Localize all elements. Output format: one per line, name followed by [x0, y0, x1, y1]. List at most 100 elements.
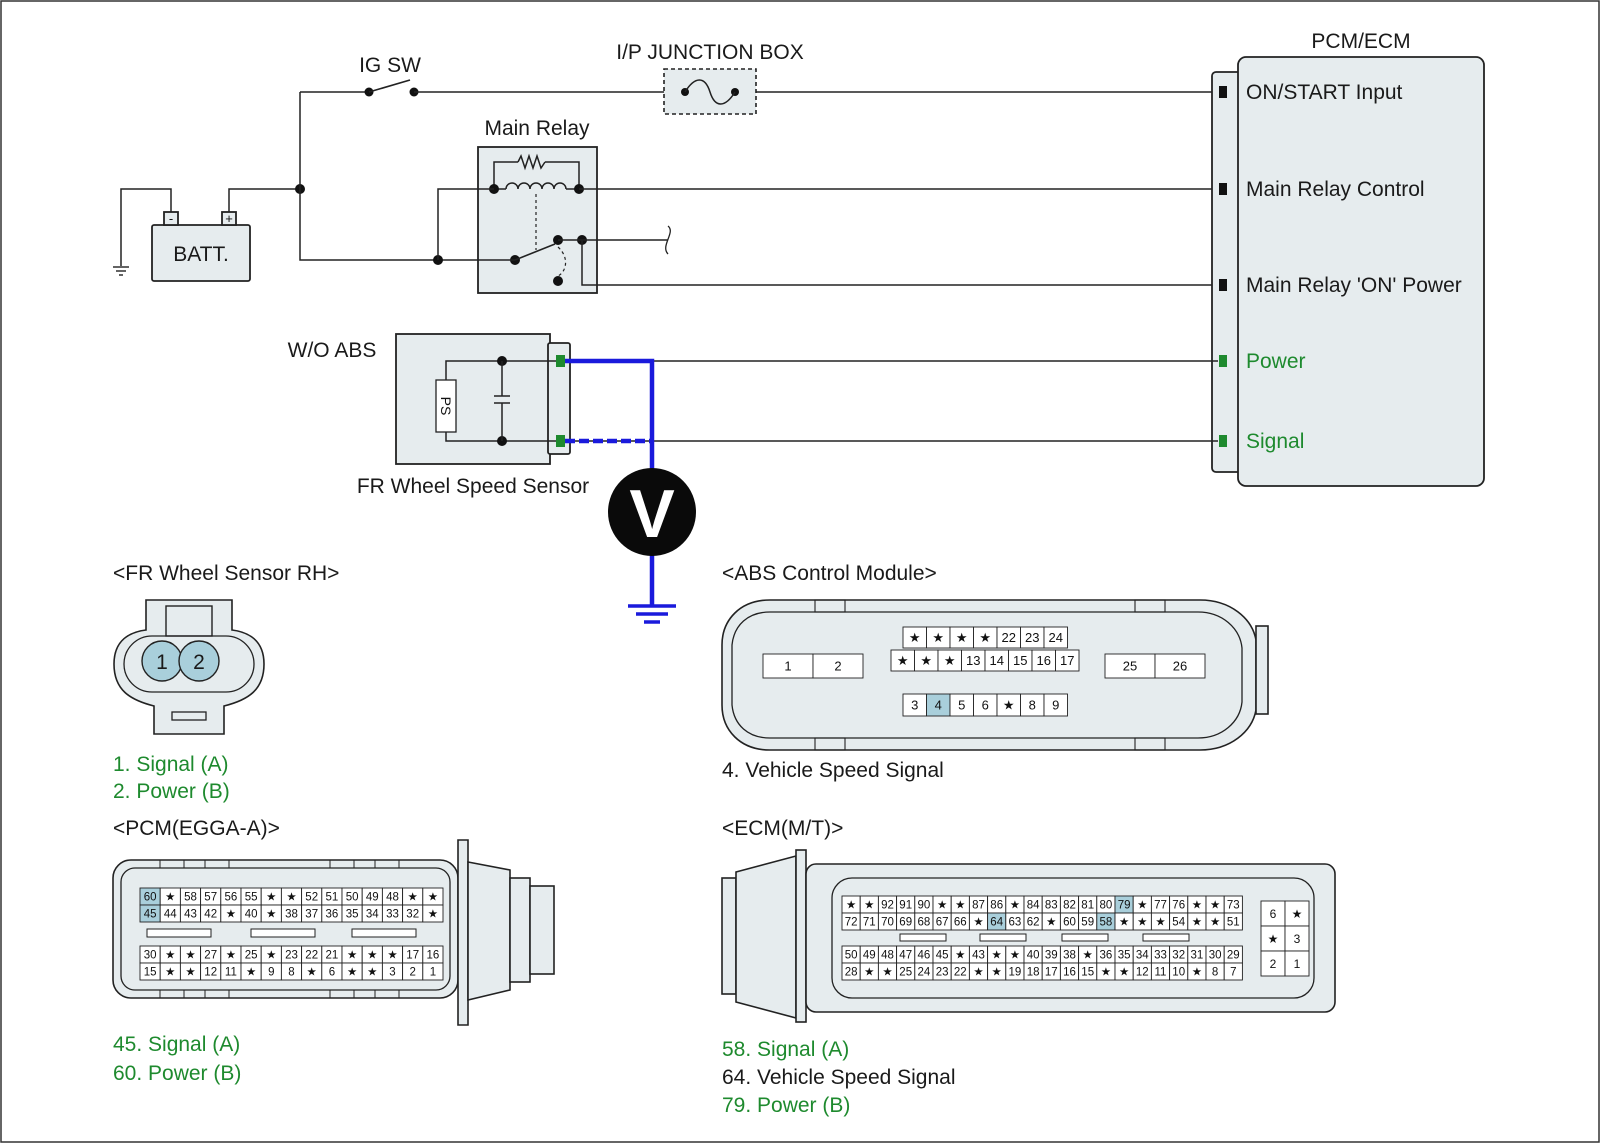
pcm-pin: ★: [428, 909, 438, 921]
ecm-pin: ★: [864, 967, 874, 979]
ecm-pin: 11: [1155, 967, 1167, 979]
pcm-ecm-label: PCM/ECM: [1311, 30, 1410, 53]
ecm-pin: 58: [1100, 917, 1113, 929]
ecm-pin: 62: [1027, 917, 1040, 929]
ecm-pin: ★: [1192, 917, 1202, 929]
ecm-pin: 10: [1172, 967, 1185, 979]
pcm-pin: 8: [288, 967, 294, 979]
pcm-pin: 49: [366, 892, 379, 904]
abs-pin: 13: [966, 653, 980, 668]
ecm-pin: 67: [936, 917, 949, 929]
pcm-pin: 52: [305, 892, 318, 904]
battery-ground-wire: [120, 188, 172, 266]
ecm-pin: 33: [1154, 950, 1167, 962]
ecm-pin: ★: [882, 967, 892, 979]
wire-break-icon: [665, 225, 671, 255]
pcm-cell: [422, 962, 444, 981]
ecm-pin: 12: [1136, 967, 1149, 979]
ecm-pin: ★: [1192, 967, 1202, 979]
ecm-pin: 24: [918, 967, 931, 979]
pcm-pin: 6: [329, 967, 335, 979]
ecm-side-pin: ★: [1268, 932, 1279, 946]
pcm-pin: 22: [305, 950, 318, 962]
pcm-pin: ★: [165, 967, 175, 979]
ecm-pin: 16: [1063, 967, 1076, 979]
ecm-pin: 77: [1154, 900, 1167, 912]
ignition-switch: IG SW: [359, 54, 421, 97]
pcm-title: <PCM(EGGA-A)>: [113, 817, 280, 840]
ecm-pin: ★: [1119, 967, 1129, 979]
ecm-pin: ★: [955, 950, 965, 962]
pcm-pin: ★: [347, 950, 357, 962]
battery-plus-label: +: [225, 211, 233, 226]
voltmeter-icon: V: [608, 468, 696, 556]
probe-ground-icon: [628, 604, 676, 624]
battery-minus-label: -: [169, 211, 173, 226]
fuse-icon: [684, 79, 736, 105]
voltmeter-label: V: [629, 476, 674, 552]
fr-wheel-speed-sensor-label: FR Wheel Speed Sensor: [357, 475, 589, 498]
ecm-pin: 18: [1027, 967, 1040, 979]
ecm-pin: 92: [881, 900, 894, 912]
ecm-side-cell: [1284, 900, 1310, 927]
abs-pin: ★: [932, 630, 944, 645]
ecm-pin: 29: [1227, 950, 1240, 962]
pcm-pin: ★: [165, 950, 175, 962]
pcm-pin: ★: [226, 950, 236, 962]
ecm-pin: 76: [1172, 900, 1185, 912]
ecm-pin: 72: [845, 917, 858, 929]
abs-pin: 24: [1049, 630, 1063, 645]
ecm-pin: ★: [1155, 917, 1165, 929]
ecm-terminal-label: Power: [1246, 350, 1306, 373]
abs-pin: 8: [1029, 698, 1036, 713]
ecm-pin: ★: [1210, 900, 1220, 912]
pcm-pin: 21: [326, 950, 339, 962]
ecm-pin: 80: [1100, 900, 1113, 912]
abs-cell: [1055, 649, 1080, 672]
pcm-pin: ★: [165, 892, 175, 904]
fr-sensor-pin-1: 1: [156, 651, 168, 674]
ecm-terminal-label: ON/START Input: [1246, 81, 1403, 104]
abs-pin: 14: [990, 653, 1004, 668]
ecm-pin: ★: [973, 967, 983, 979]
ecm-terminal-pin: [1219, 86, 1227, 98]
ecm-title: <ECM(M/T)>: [722, 817, 843, 840]
ps-label: PS: [438, 397, 454, 416]
abs-pin: 16: [1037, 653, 1051, 668]
ecm-pin: 59: [1081, 917, 1094, 929]
ecm-pin: 82: [1063, 900, 1076, 912]
ecm-terminal-pin: [1219, 183, 1227, 195]
fr-wheel-sensor-title: <FR Wheel Sensor RH>: [113, 562, 339, 585]
abs-pin: ★: [1003, 698, 1015, 713]
ecm-terminal-label: Main Relay 'ON' Power: [1246, 274, 1462, 297]
battery-feed-wire: [299, 92, 438, 261]
ig-sw-label: IG SW: [359, 54, 421, 77]
pcm-pin: ★: [367, 950, 377, 962]
ecm-pin: ★: [1137, 900, 1147, 912]
ecm-pin: 84: [1027, 900, 1040, 912]
abs-pin: ★: [944, 653, 956, 668]
ecm-pin: 25: [899, 967, 912, 979]
battery-positive-wire: [228, 188, 300, 212]
pcm-pin: 38: [285, 909, 298, 921]
ecm-pin: 63: [1009, 917, 1022, 929]
ecm-pin: 19: [1009, 967, 1022, 979]
abs-cell: [812, 653, 864, 679]
ecm-pin: ★: [1083, 950, 1093, 962]
ecm-terminal-label: Signal: [1246, 430, 1304, 453]
ecm-pin: ★: [992, 967, 1002, 979]
ecm-pin: 49: [863, 950, 876, 962]
ecm-pin: ★: [864, 900, 874, 912]
ecm-pin: 22: [954, 967, 967, 979]
pcm-pin: ★: [266, 892, 276, 904]
ecm-pin: 51: [1227, 917, 1240, 929]
abs-pin: 2: [834, 659, 841, 674]
ecm-pin: ★: [1010, 900, 1020, 912]
ecm-pin: 64: [990, 917, 1003, 929]
pcm-pin: 42: [204, 909, 217, 921]
pcm-pin: 23: [285, 950, 298, 962]
ecm-legend-item: 64. Vehicle Speed Signal: [722, 1066, 956, 1089]
